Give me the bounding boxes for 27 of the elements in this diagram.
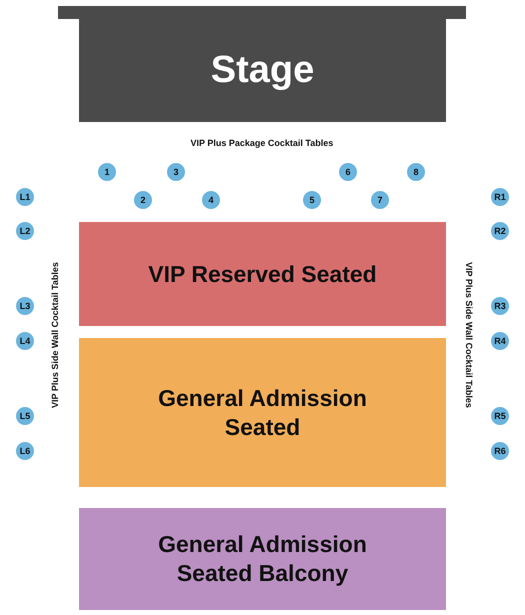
stage-area: Stage [79,18,446,122]
cocktail-table: R5 [491,407,509,425]
cocktail-table: 3 [167,163,185,181]
seating-section: VIP Reserved Seated [79,222,446,326]
cocktail-table: R4 [491,332,509,350]
cocktail-table: 5 [303,191,321,209]
cocktail-table: 1 [98,163,116,181]
cocktail-table: L4 [16,332,34,350]
side-label: VIP Plus Side Wall Cocktail Tables [50,262,60,408]
seating-section: General Admission Seated Balcony [79,508,446,610]
cocktail-table: L5 [16,407,34,425]
seating-section: General Admission Seated [79,338,446,487]
cocktail-table: R6 [491,442,509,460]
cocktail-table: L6 [16,442,34,460]
area-label: VIP Plus Package Cocktail Tables [190,138,334,148]
cocktail-table: L1 [16,188,34,206]
side-label: VIP Plus Side Wall Cocktail Tables [464,262,474,408]
cocktail-table: 6 [339,163,357,181]
cocktail-table: 8 [407,163,425,181]
cocktail-table: 7 [371,191,389,209]
cocktail-table: L2 [16,222,34,240]
cocktail-table: R3 [491,297,509,315]
cocktail-table: 4 [202,191,220,209]
cocktail-table: L3 [16,297,34,315]
cocktail-table: R2 [491,222,509,240]
cocktail-table: 2 [134,191,152,209]
cocktail-table: R1 [491,188,509,206]
